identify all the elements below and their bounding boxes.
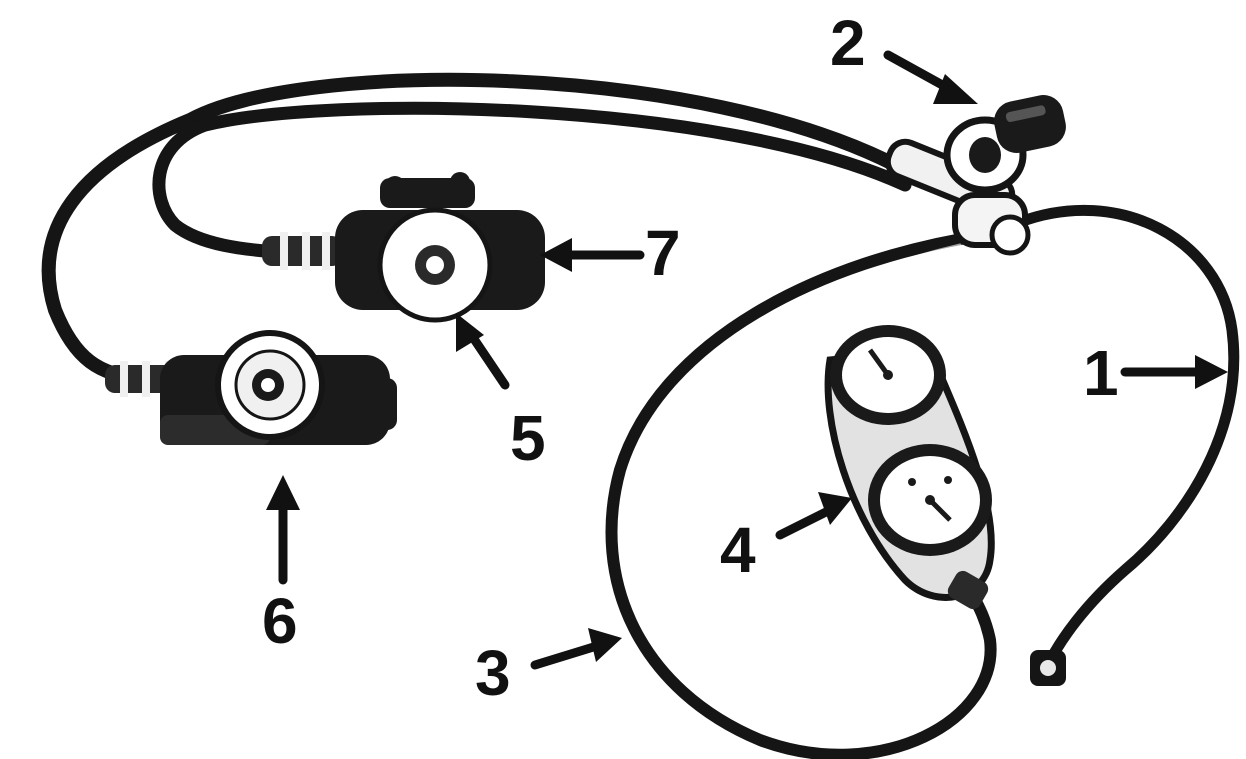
callout-label-1: 1 [1083, 337, 1119, 409]
gauge-console [828, 325, 992, 612]
primary-second-stage [262, 172, 545, 320]
callout-label-6: 6 [262, 585, 298, 657]
hose-inflator [1020, 210, 1234, 665]
callout-arrow-5 [456, 313, 505, 385]
callout-arrow-7 [540, 238, 640, 272]
callout-label-5: 5 [510, 402, 546, 474]
callout-arrow-3 [535, 628, 622, 665]
callout-label-2: 2 [830, 7, 866, 79]
callout-arrow-1 [1125, 355, 1228, 389]
callout-label-4: 4 [720, 514, 756, 586]
first-stage-yoke [883, 91, 1070, 253]
callout-label-7: 7 [645, 217, 681, 289]
callout-arrow-2 [888, 55, 978, 104]
octopus-second-stage [105, 333, 397, 445]
callout-arrow-4 [780, 492, 852, 535]
inflator-hose-fitting [1030, 650, 1066, 686]
callout-arrow-6 [266, 475, 300, 580]
callout-label-3: 3 [475, 637, 511, 709]
